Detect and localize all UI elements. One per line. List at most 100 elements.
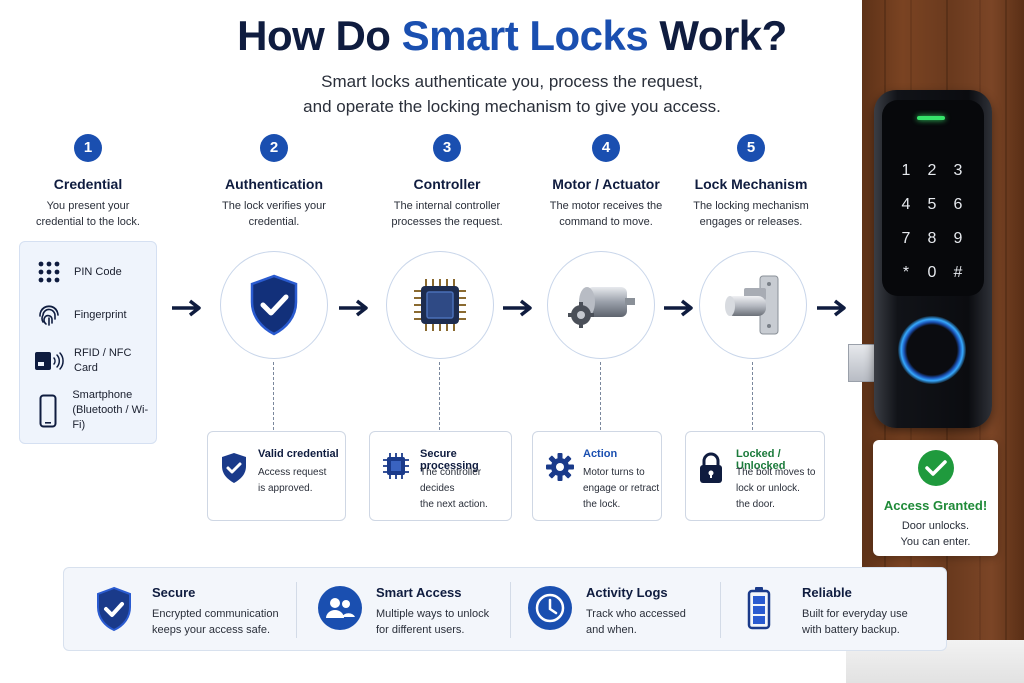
keypad-key[interactable]: 3 [953,162,963,179]
keypad-key[interactable]: 9 [953,230,963,247]
feature-divider [720,582,721,638]
step-title: Controller [413,176,481,192]
credential-label: Smartphone(Bluetooth / Wi-Fi) [72,389,149,431]
step-number: 5 [737,134,765,162]
subtitle-line-1: Smart locks authenticate you, process th… [321,72,703,91]
arrow-right-icon [503,299,532,317]
fingerprint-sensor[interactable] [898,316,966,384]
rfid-card-icon [34,350,64,372]
card-title: Valid credential [258,448,339,460]
shield-check-icon [250,274,298,336]
smartphone-icon [34,394,62,428]
keypad-key[interactable]: 5 [927,196,937,213]
connector-line [752,362,753,430]
credential-label: RFID / NFC Card [74,347,132,374]
users-icon [318,586,362,635]
latch-bolt-icon [725,275,779,335]
keypad-key[interactable]: * [902,264,910,281]
feature-title: Smart Access [376,585,462,600]
motor-circle [547,251,655,359]
keypad-key[interactable]: 6 [953,196,963,213]
access-granted-title: Access Granted! [883,498,988,513]
keypad-key[interactable]: 2 [927,162,937,179]
card-title: Secure processing [420,448,479,472]
chip-icon [414,279,466,331]
keypad-key[interactable]: # [953,264,963,281]
gear-icon [545,452,575,487]
feature-title: Reliable [802,585,852,600]
credential-fingerprint: Fingerprint [34,302,127,328]
step-title: Credential [53,176,123,192]
credential-label: Fingerprint [74,308,127,321]
card-title: Locked / Unlocked [736,448,786,472]
page-title: How Do Smart Locks Work? [0,12,1024,60]
checkmark-icon [917,450,954,486]
keypad-icon [34,260,64,284]
step-title: Motor / Actuator [552,176,660,192]
connector-line [273,362,274,430]
credential-rfid-card: RFID / NFC Card [34,346,156,376]
keypad-key[interactable]: 1 [901,162,911,179]
step-number: 4 [592,134,620,162]
authentication-circle [220,251,328,359]
connector-line [600,362,601,430]
battery-icon [746,586,772,635]
step-number: 3 [433,134,461,162]
access-granted-description: Door unlocks.You can enter. [900,520,971,548]
controller-circle [386,251,494,359]
title-part-1: How Do [237,12,402,59]
feature-divider [296,582,297,638]
shield-check-icon [220,452,248,489]
arrow-right-icon [172,299,201,317]
status-led [917,116,945,120]
step-number: 1 [74,134,102,162]
motor-icon [568,287,635,328]
subtitle-line-2: and operate the locking mechanism to giv… [303,97,721,116]
keypad-key[interactable]: 0 [927,264,937,281]
title-part-2: Work? [648,12,787,59]
title-accent: Smart Locks [401,12,649,59]
arrow-right-icon [664,299,693,317]
keypad-screen: 1 2 3 4 5 6 7 8 9 * 0 # [882,100,984,296]
connector-line [439,362,440,430]
keypad-key[interactable]: 8 [927,230,937,247]
keypad-key[interactable]: 4 [901,196,911,213]
card-secure-processing: Secure processing The controller decides… [369,431,512,521]
clock-icon [528,586,572,635]
fingerprint-icon [34,302,64,328]
credential-pin-code: PIN Code [34,260,122,284]
feature-title: Secure [152,585,196,600]
feature-divider [510,582,511,638]
credential-label: PIN Code [74,265,122,278]
credential-smartphone: Smartphone(Bluetooth / Wi-Fi) [34,388,156,433]
arrow-right-icon [817,299,846,317]
credential-options-panel: PIN Code Fingerprint RFID / NFC Card Sma… [19,241,157,444]
arrow-right-icon [339,299,368,317]
chip-icon [382,452,410,485]
access-granted-panel: Access Granted! Door unlocks.You can ent… [873,440,998,556]
smart-lock-device: 1 2 3 4 5 6 7 8 9 * 0 # [874,90,992,428]
keypad-key[interactable]: 7 [901,230,911,247]
